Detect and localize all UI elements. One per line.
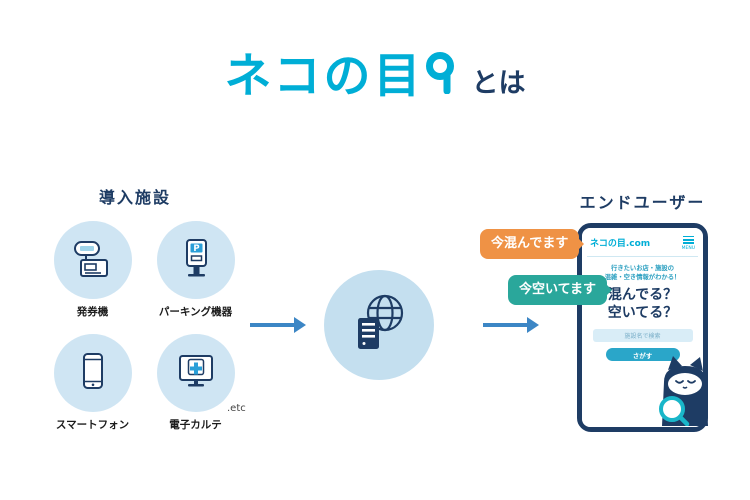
- smartphone-mockup: ネコの目.com MENU 行きたいお店・施設の 混雑・空き情報がわかる！ 混ん…: [577, 223, 708, 432]
- title-suffix: とは: [471, 68, 526, 99]
- facility-parking: P パーキング機器: [147, 221, 244, 319]
- facility-smartphone: スマートフォン: [44, 334, 141, 432]
- etc-label: .etc: [227, 403, 246, 414]
- phone-header: ネコの目.com MENU: [582, 228, 703, 255]
- enduser-heading: エンドユーザー: [579, 193, 706, 212]
- facility-circle: P: [156, 221, 235, 299]
- phone-search-input: 施設名で検索: [592, 329, 693, 343]
- menu-label: MENU: [681, 245, 695, 251]
- facilities-grid: 発券機 P パーキング機器: [44, 221, 244, 432]
- status-bubble-crowded: 今混んでます: [480, 229, 585, 259]
- facility-label: 発券機: [76, 306, 109, 318]
- page-title: ネコの目 とは: [0, 52, 750, 100]
- phone-headline: 混んでる？ 空いてる？: [607, 287, 678, 322]
- facility-circle: [53, 221, 132, 299]
- phone-tagline: 行きたいお店・施設の 混雑・空き情報がわかる！: [604, 264, 681, 282]
- facility-label: パーキング機器: [158, 306, 233, 318]
- server-globe-icon: [347, 291, 411, 359]
- facility-circle: [156, 334, 235, 412]
- menu-icon: MENU: [682, 235, 695, 251]
- parking-meter-icon: P: [175, 237, 217, 283]
- facility-label: 電子カルテ: [169, 419, 222, 431]
- arrow-right-icon: [483, 317, 539, 333]
- cloud-server-hub: [324, 270, 434, 380]
- facilities-heading: 導入施設: [98, 188, 171, 207]
- facility-medical-chart: 電子カルテ: [147, 334, 244, 432]
- phone-site-logo: ネコの目.com: [590, 239, 651, 250]
- magnifier-icon: [425, 52, 458, 98]
- facility-ticket-machine: 発券機: [44, 221, 141, 319]
- cat-mascot: [656, 354, 712, 430]
- ticket-machine-icon: [72, 237, 114, 283]
- phone-search-button: さがす: [605, 348, 680, 362]
- divider: [587, 255, 698, 257]
- brand-logo-text: ネコの目: [224, 49, 424, 104]
- facility-label: スマートフォン: [55, 419, 130, 431]
- arrow-right-icon: [250, 317, 306, 333]
- medical-chart-icon: [175, 350, 217, 396]
- smartphone-icon: [72, 350, 114, 396]
- parking-p-letter: P: [193, 244, 199, 254]
- facility-circle: [53, 334, 132, 412]
- status-bubble-available: 今空いてます: [508, 275, 612, 305]
